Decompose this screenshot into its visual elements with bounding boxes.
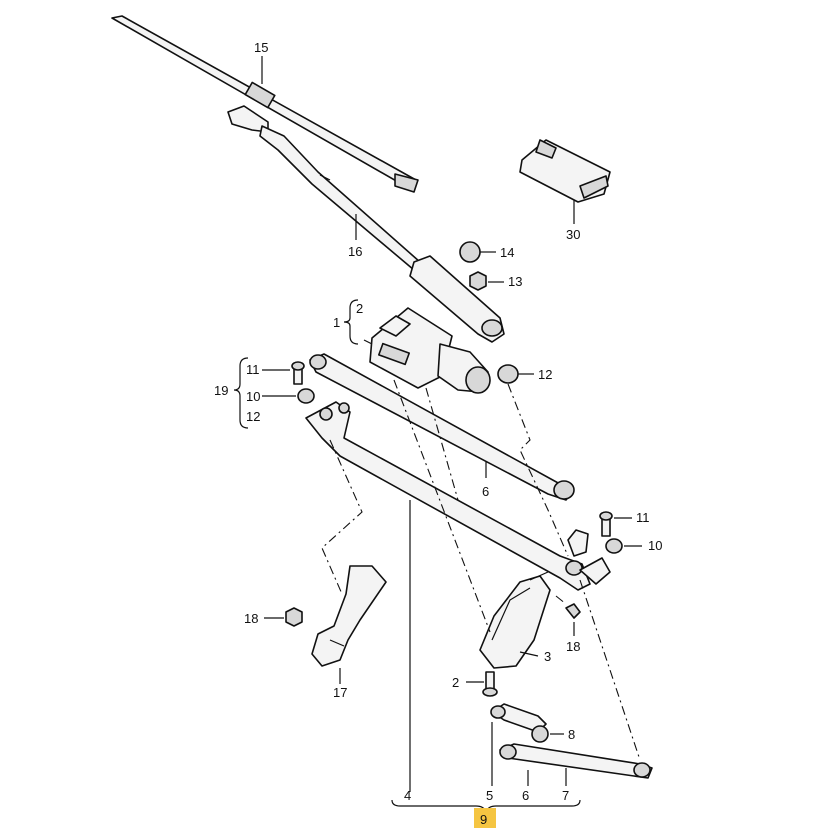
- callout-11-right: 11: [636, 510, 650, 525]
- callout-6-mid: 6: [482, 484, 489, 499]
- nut-10-left: [297, 388, 315, 404]
- callout-8: 8: [568, 727, 575, 742]
- wiper-blade: [111, 15, 419, 193]
- assembly-lines: [321, 379, 641, 761]
- bracket-17: [311, 565, 387, 667]
- wiper-frame: [305, 401, 611, 591]
- grommet-12: [497, 364, 519, 384]
- callout-10-right: 10: [648, 538, 662, 553]
- callout-12-top: 12: [538, 367, 552, 382]
- highlight-box: [474, 808, 496, 828]
- callout-18-left: 18: [244, 611, 258, 626]
- control-unit: [519, 139, 611, 203]
- linkage-rod: [309, 353, 575, 501]
- leader-lines: [261, 56, 642, 792]
- screw-2-lower: [482, 671, 498, 697]
- wiper-arm: [227, 105, 505, 343]
- callout-1: 1: [333, 315, 340, 330]
- callout-16: 16: [348, 244, 362, 259]
- clip-18-right: [565, 603, 581, 619]
- cap: [459, 241, 481, 263]
- bracket-3: [479, 571, 551, 669]
- callout-15: 15: [254, 40, 268, 55]
- callout-12-left: 12: [246, 409, 260, 424]
- callout-17: 17: [333, 685, 347, 700]
- callout-2: 2: [356, 301, 363, 316]
- callout-7: 7: [562, 788, 569, 803]
- callout-9: 9: [480, 812, 487, 827]
- callout-11-left: 11: [246, 362, 260, 377]
- callout-4: 4: [404, 788, 411, 803]
- nut-13: [469, 271, 487, 291]
- callout-labels: 15 16 14 13 30 1 2 12 11 19 10 12 6 11 1…: [214, 40, 662, 827]
- nut-8: [531, 725, 549, 743]
- callout-19: 19: [214, 383, 228, 398]
- wiper-motor: [369, 307, 491, 394]
- nut-18-left: [285, 607, 303, 627]
- bolt-11-left: [291, 361, 305, 385]
- callout-6-bottom: 6: [522, 788, 529, 803]
- crank: [490, 703, 547, 733]
- bolt-11-right: [599, 511, 613, 537]
- nut-10-right: [605, 538, 623, 554]
- link-rod: [499, 743, 653, 779]
- callout-30: 30: [566, 227, 580, 242]
- callout-18-right: 18: [566, 639, 580, 654]
- callout-3: 3: [544, 649, 551, 664]
- pivot-post: [567, 529, 589, 557]
- callout-14: 14: [500, 245, 514, 260]
- callout-2-lower: 2: [452, 675, 459, 690]
- callout-13: 13: [508, 274, 522, 289]
- callout-10-left: 10: [246, 389, 260, 404]
- callout-5: 5: [486, 788, 493, 803]
